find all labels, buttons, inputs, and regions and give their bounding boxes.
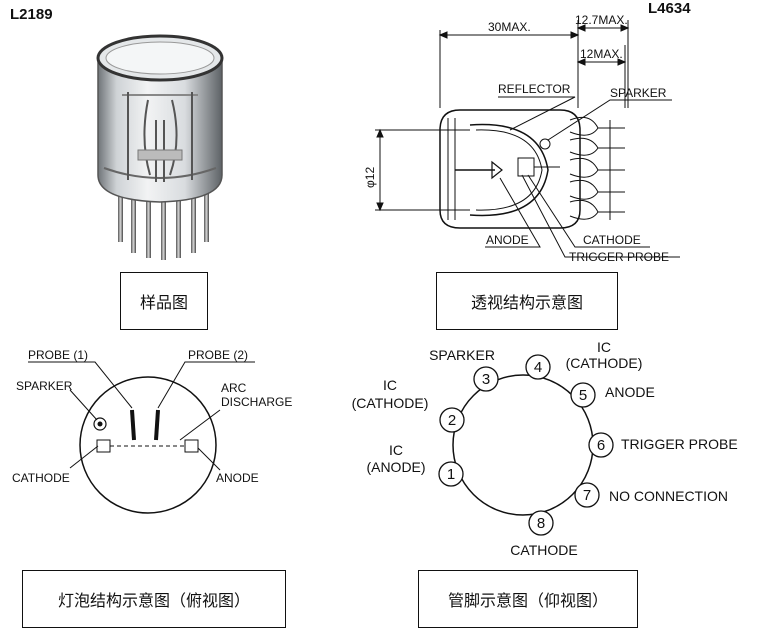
label-anode-perspective: ANODE	[486, 233, 529, 247]
pin-2-label1: IC	[383, 377, 397, 393]
pin-7-label1: NO CONNECTION	[609, 488, 728, 504]
caption-sample: 样品图	[120, 272, 208, 330]
dim-30max: 30MAX.	[488, 20, 531, 34]
model-label-left: L2189	[10, 6, 53, 23]
caption-bulb-top-text: 灯泡结构示意图（俯视图）	[57, 591, 250, 610]
probe-1-electrode	[130, 409, 136, 441]
caption-perspective: 透视结构示意图	[436, 272, 618, 330]
label-discharge: DISCHARGE	[221, 395, 292, 409]
caption-pins-bottom: 管脚示意图（仰视图）	[418, 570, 638, 628]
caption-perspective-text: 透视结构示意图	[470, 293, 583, 312]
pin-5-number: 5	[579, 387, 587, 404]
pin-2-label2: (CATHODE)	[352, 395, 429, 411]
label-sparker-bulb: SPARKER	[16, 379, 73, 393]
pin-2-number: 2	[448, 412, 456, 429]
label-arc: ARC	[221, 381, 247, 395]
dim-12max: 12MAX.	[580, 47, 623, 61]
caption-bulb-top: 灯泡结构示意图（俯视图）	[22, 570, 286, 628]
pin-3-label1: SPARKER	[429, 347, 495, 363]
label-anode-bulb: ANODE	[216, 471, 259, 485]
pin-4-label2: (CATHODE)	[566, 355, 643, 371]
pin-3-number: 3	[482, 371, 490, 388]
pin-8-number: 8	[537, 515, 545, 532]
pin-8-label1: CATHODE	[510, 542, 577, 558]
pin-1-label2: (ANODE)	[366, 459, 425, 475]
lamp-pins	[118, 190, 209, 260]
label-trigger-probe-perspective: TRIGGER PROBE	[569, 250, 669, 264]
model-label-right: L4634	[648, 0, 691, 17]
pin-1-number: 1	[447, 466, 455, 483]
pin-6-number: 6	[597, 437, 605, 454]
caption-pins-bottom-text: 管脚示意图（仰视图）	[447, 591, 608, 610]
dim-12-7max: 12.7MAX.	[575, 13, 628, 27]
label-probe1: PROBE (1)	[28, 348, 88, 362]
pin-6-label1: TRIGGER PROBE	[621, 436, 738, 452]
pin-5-label1: ANODE	[605, 384, 655, 400]
dim-phi12: φ12	[363, 167, 377, 188]
label-cathode-bulb: CATHODE	[12, 471, 70, 485]
probe-2-electrode	[154, 409, 160, 441]
label-reflector: REFLECTOR	[498, 82, 571, 96]
caption-sample-text: 样品图	[139, 293, 188, 312]
bulb-outline-circle	[79, 376, 217, 514]
sparker-marker	[93, 417, 107, 431]
pin-4-label1: IC	[597, 339, 611, 355]
pin-1-label1: IC	[389, 442, 403, 458]
label-probe2: PROBE (2)	[188, 348, 248, 362]
lamp-internal-electrodes	[122, 92, 198, 182]
label-cathode-perspective: CATHODE	[583, 233, 641, 247]
pin-7-number: 7	[583, 487, 591, 504]
label-sparker-perspective: SPARKER	[610, 86, 667, 100]
pin-4-number: 4	[534, 359, 542, 376]
